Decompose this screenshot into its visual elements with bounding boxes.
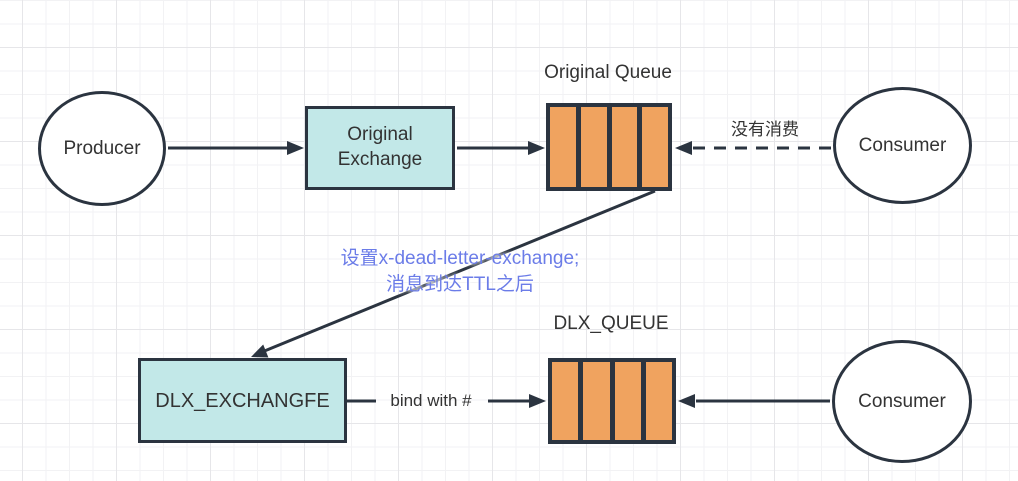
- queue-cell: [583, 362, 610, 440]
- dlx-exchange-label: DLX_EXCHANGFE: [155, 389, 330, 412]
- original-queue-node: [546, 103, 672, 191]
- original-queue-title: Original Queue: [544, 62, 672, 83]
- consumer-top-node: Consumer: [833, 87, 972, 204]
- producer-node: Producer: [38, 91, 166, 206]
- arrow-exchange-to-original-queue: [457, 141, 545, 155]
- queue-cell: [614, 362, 641, 440]
- queue-cell: [611, 107, 638, 187]
- dead-letter-note: 设置x-dead-letter-exchange; 消息到达TTL之后: [310, 246, 610, 298]
- dead-letter-note-line1: 设置x-dead-letter-exchange;: [340, 248, 580, 269]
- consumer-top-label: Consumer: [858, 134, 947, 156]
- arrow-producer-to-exchange: [168, 141, 304, 155]
- dlx-queue-title: DLX_QUEUE: [553, 313, 669, 334]
- queue-cell: [642, 107, 668, 187]
- queue-cell: [552, 362, 579, 440]
- original-exchange-node: Original Exchange: [305, 106, 455, 190]
- arrow-consumer-to-dlx-queue: [678, 394, 830, 408]
- bind-edge-label: bind with #: [390, 391, 472, 410]
- queue-cell: [580, 107, 607, 187]
- consumer-bottom-label: Consumer: [858, 390, 946, 412]
- consumer-bottom-node: Consumer: [832, 340, 972, 463]
- arrow-consumer-to-original-queue-dashed: [675, 141, 831, 155]
- dlx-exchange-node: DLX_EXCHANGFE: [138, 358, 347, 443]
- producer-label: Producer: [63, 137, 141, 159]
- queue-cell: [645, 362, 672, 440]
- no-consume-edge-label: 没有消费: [731, 120, 799, 139]
- dead-letter-note-line2: 消息到达TTL之后: [386, 274, 534, 295]
- original-exchange-label: Original Exchange: [337, 124, 423, 170]
- dlx-queue-node: [548, 358, 676, 444]
- queue-cell: [550, 107, 576, 187]
